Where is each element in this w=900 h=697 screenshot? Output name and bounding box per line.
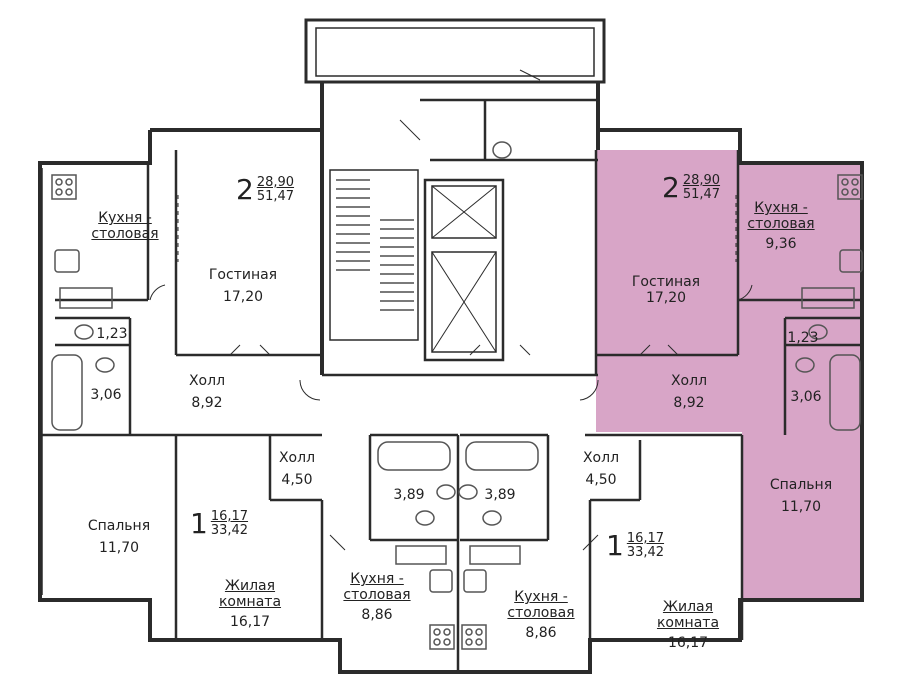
room-area: 9,36 [765,236,797,252]
room-name: столовая [91,226,159,242]
living-area: 28,90 [682,173,721,188]
room-name: столовая [747,216,815,232]
room-area: 8,86 [525,625,557,641]
rooms-count: 1 [606,529,624,562]
room-name: Холл [278,450,316,466]
living-area: 16,17 [210,509,249,524]
room-area: 16,17 [229,614,271,630]
room-name: Кухня - [350,571,404,587]
room-name: комната [656,615,720,631]
rooms-count: 2 [662,171,680,204]
room-wc-right-2: 1,23 [787,330,819,346]
room-kitchen-left-2: Кухня - столовая [91,210,158,242]
room-name: Спальня [87,518,151,534]
room-area: 16,17 [667,635,709,651]
room-area: 8,86 [361,607,393,623]
room-hall-right-1: Холл 4,50 [583,450,619,488]
room-wc-left-2: 1,23 [96,326,128,342]
fixtures [51,141,863,650]
room-hall-left-1: Холл 4,50 [279,450,315,488]
room-bath-right-2: 3,06 [790,389,822,405]
room-name: Кухня - [754,200,808,216]
room-kitchen-right-1: Кухня - столовая 8,86 [507,589,574,641]
door-swings [149,69,753,551]
total-area: 51,47 [682,187,721,202]
room-living-left-2: Гостиная 17,20 [209,267,277,305]
room-living-right-2: Гостиная 17,20 [632,274,700,306]
total-area: 33,42 [626,545,665,560]
living-area: 16,17 [626,531,665,546]
room-kitchen-right-2: Кухня - столовая 9,36 [747,200,814,252]
room-name: Жилая [662,599,714,615]
room-name: Жилая [224,578,276,594]
room-bath-left-2: 3,06 [90,387,122,403]
room-bedroom-left-2: Спальня 11,70 [88,518,150,556]
room-name: Гостиная [208,267,278,283]
highlighted-apartment [596,150,862,600]
room-area: 4,50 [585,472,617,488]
room-name: столовая [507,605,575,621]
outer-walls [38,18,864,674]
room-name: Холл [188,373,226,389]
room-name: комната [218,594,282,610]
room-living-left-1: Жилая комната 16,17 [219,578,281,630]
room-area: 11,70 [780,499,822,515]
room-name: Кухня - [514,589,568,605]
room-area: 8,92 [191,395,223,411]
room-area: 17,20 [645,290,687,306]
room-name: Холл [582,450,620,466]
room-name: Холл [670,373,708,389]
room-name: Кухня - [98,210,152,226]
room-bedroom-right-2: Спальня 11,70 [770,477,832,515]
room-area: 11,70 [98,540,140,556]
stair-treads [336,179,414,311]
partitions [177,195,737,625]
room-area: 4,50 [281,472,313,488]
total-area: 33,42 [210,523,249,538]
room-hall-left-2: Холл 8,92 [189,373,225,411]
total-area: 51,47 [256,189,295,204]
room-area: 8,92 [673,395,705,411]
room-name: Спальня [769,477,833,493]
room-hall-right-2: Холл 8,92 [671,373,707,411]
room-name: столовая [343,587,411,603]
interior-walls [42,98,862,672]
room-kitchen-left-1: Кухня - столовая 8,86 [343,571,410,623]
room-living-right-1: Жилая комната 16,17 [657,599,719,651]
room-area: 17,20 [222,289,264,305]
room-name: Гостиная [631,274,701,290]
room-bath-right-1: 3,89 [484,487,516,503]
rooms-count: 2 [236,173,254,206]
room-bath-left-1: 3,89 [393,487,425,503]
rooms-count: 1 [190,507,208,540]
living-area: 28,90 [256,175,295,190]
